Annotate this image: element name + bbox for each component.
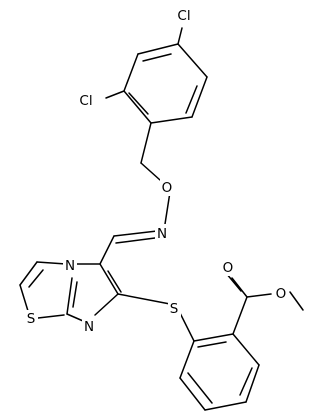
svg-text:O: O <box>276 286 287 302</box>
atom-label-o-ether: O <box>160 178 174 196</box>
atom-label-o-ester: O <box>274 285 288 302</box>
atom-label-n-ring: N <box>82 318 96 335</box>
atom-label-s-thioether: S <box>168 300 181 317</box>
svg-text:S: S <box>27 311 36 327</box>
svg-text:Cl: Cl <box>177 8 190 24</box>
atom-label-cl-top: Cl <box>173 6 195 24</box>
benzoate-group <box>117 272 304 411</box>
svg-text:S: S <box>170 301 179 317</box>
atom-label-n-oxime: N <box>155 224 169 242</box>
atom-label-s-thiazole: S <box>25 310 38 327</box>
atom-label-o-carbonyl: O <box>221 259 235 276</box>
svg-text:O: O <box>223 260 234 276</box>
svg-text:N: N <box>157 226 167 242</box>
svg-text:N: N <box>84 319 94 335</box>
structure-drawing: Cl Cl O N N N S S O O <box>19 6 304 411</box>
svg-text:O: O <box>162 180 173 196</box>
svg-text:Cl: Cl <box>79 93 92 109</box>
svg-text:N: N <box>65 258 75 274</box>
atom-label-cl-left: Cl <box>74 91 98 109</box>
molecule-structure: Cl Cl O N N N S S O O <box>19 6 304 411</box>
chlorine-bonds <box>105 27 183 99</box>
atom-label-n-bridge: N <box>63 257 77 274</box>
dichlorophenyl-ring <box>123 43 208 124</box>
oxime-linker <box>113 122 171 244</box>
